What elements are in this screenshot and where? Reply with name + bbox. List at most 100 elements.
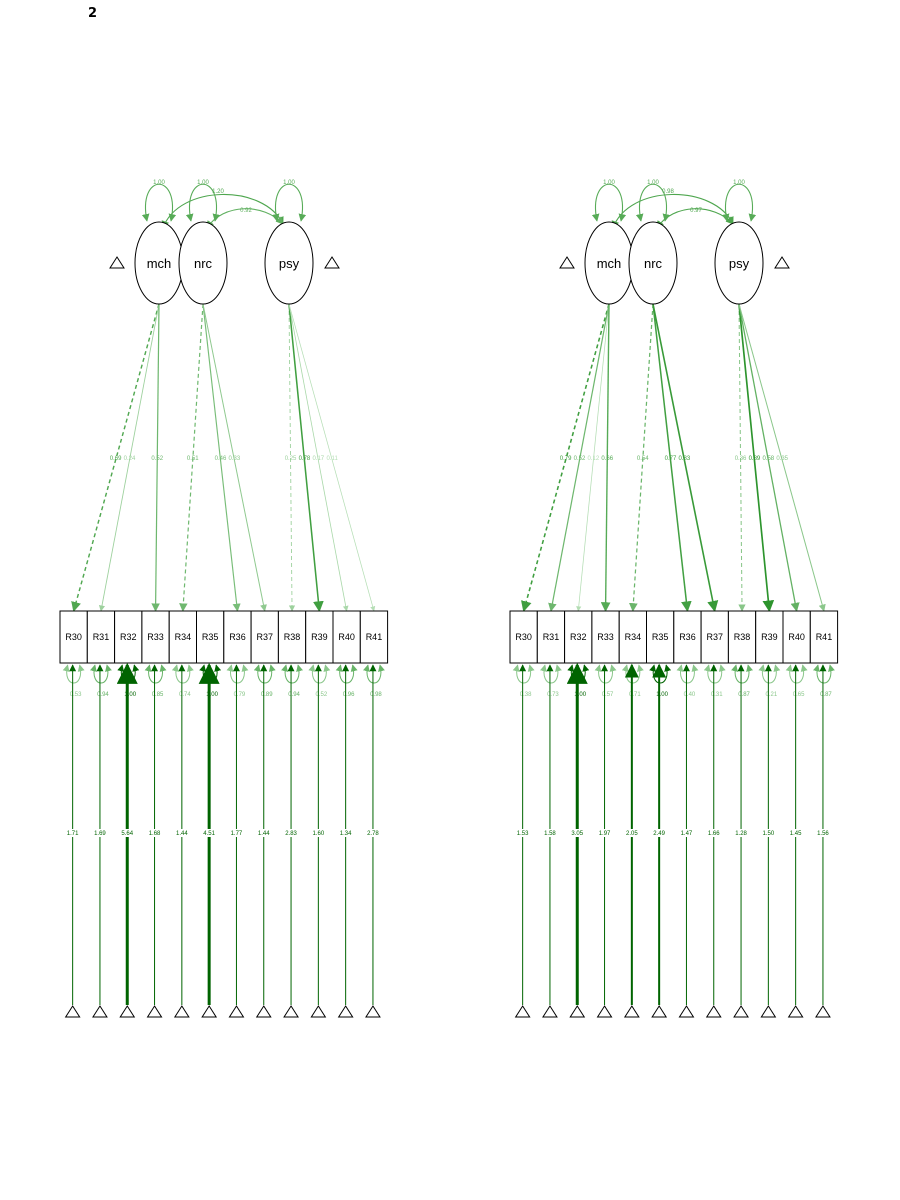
loading-psy-R38: [288, 303, 296, 612]
intercept-label-bg: [201, 829, 218, 837]
intercept-label: 3.05: [571, 831, 583, 837]
variance-label: 1.00: [283, 180, 295, 186]
indicator-R39: [755, 610, 784, 664]
latent-label: mch: [147, 256, 172, 271]
residual-loop-R39: [758, 664, 781, 684]
indicator-label: R35: [202, 632, 219, 642]
loading-label: 0.52: [151, 456, 163, 462]
intercept-triangle: [705, 1005, 722, 1018]
intercept-triangle: [514, 1005, 531, 1018]
indicator-R36: [673, 610, 702, 664]
covariance-mch-psy: [611, 193, 734, 229]
indicator-R34: [168, 610, 197, 664]
residual-loop-R39: [308, 664, 331, 684]
intercept-label-bg: [91, 829, 108, 837]
intercept-label: 1.45: [790, 831, 802, 837]
indicator-R30: [509, 610, 538, 664]
residual-label: 0.71: [629, 692, 641, 698]
latent-intercept-triangle: [109, 256, 125, 269]
intercept-label-bg: [228, 829, 245, 837]
loading-nrc-R34: [629, 303, 654, 612]
residual-label: 0.65: [793, 692, 805, 698]
indicator-label: R34: [175, 632, 192, 642]
latent-intercept-triangle: [324, 256, 340, 269]
residual-label: 1.00: [574, 692, 586, 698]
loading-mch-R33: [151, 303, 160, 612]
intercept-triangle: [787, 1005, 804, 1018]
loading-label: 0.89: [749, 456, 761, 462]
intercept-label-bg: [364, 829, 381, 837]
intercept-label-bg: [337, 829, 354, 837]
loading-label: 0.12: [588, 456, 600, 462]
intercept-label-bg: [283, 829, 300, 837]
intercept-triangle: [569, 1005, 586, 1018]
intercept-label: 1.47: [681, 831, 693, 837]
indicator-label: R41: [816, 632, 833, 642]
variance-loop-nrc: [635, 183, 671, 222]
intercept-triangle: [733, 1005, 749, 1018]
intercept-triangle: [678, 1005, 695, 1018]
indicator-R31: [86, 610, 116, 664]
loading-mch-R33: [600, 303, 611, 612]
variance-loop-nrc: [185, 183, 221, 222]
loading-label: 0.46: [215, 456, 227, 462]
latent-label: psy: [279, 256, 300, 271]
indicator-R33: [591, 610, 620, 664]
intercept-label: 5.64: [121, 831, 133, 837]
intercept-label-bg: [787, 829, 804, 837]
indicator-label: R36: [229, 632, 246, 642]
latent-nrc: [628, 221, 678, 305]
intercept-label: 1.66: [708, 831, 720, 837]
intercept-triangle: [310, 1005, 327, 1018]
residual-loop-R30: [62, 664, 85, 684]
intercept-label: 1.58: [544, 831, 556, 837]
latent-label: nrc: [644, 256, 663, 271]
indicator-R38: [727, 610, 757, 664]
residual-label: 0.85: [152, 692, 164, 698]
loading-psy-R38: [738, 303, 746, 612]
loading-label: 0.24: [124, 456, 136, 462]
loading-label: 0.36: [735, 456, 747, 462]
intercept-triangle: [146, 1005, 163, 1018]
indicator-label: R33: [597, 632, 614, 642]
covariance-label: 0.98: [662, 189, 674, 195]
residual-loop-R36: [226, 664, 249, 684]
intercept-label-bg: [569, 829, 586, 837]
intercept-label-bg: [514, 829, 531, 837]
indicator-label: R37: [706, 632, 723, 642]
indicator-label: R36: [679, 632, 696, 642]
intercept-label: 1.28: [735, 831, 747, 837]
covariance-mch-psy: [161, 193, 284, 229]
indicator-label: R38: [284, 632, 301, 642]
indicator-label: R40: [788, 632, 805, 642]
intercept-label: 1.44: [176, 831, 188, 837]
intercept-label: 1.97: [599, 831, 611, 837]
loading-nrc-R37: [202, 303, 267, 612]
variance-loop-psy: [721, 183, 757, 222]
variance-label: 1.00: [153, 180, 165, 186]
loading-mch-R32: [576, 303, 610, 612]
residual-label: 1.00: [656, 692, 668, 698]
intercept-label-bg: [678, 829, 695, 837]
residual-label: 0.57: [602, 692, 614, 698]
loading-label: 0.66: [601, 456, 613, 462]
loading-label: 0.54: [637, 456, 649, 462]
indicator-R30: [59, 610, 88, 664]
indicator-label: R37: [256, 632, 273, 642]
residual-label: 1.00: [206, 692, 218, 698]
intercept-label: 1.69: [94, 831, 106, 837]
indicator-label: R39: [761, 632, 778, 642]
loading-label: 0.35: [776, 456, 788, 462]
intercept-triangle: [173, 1005, 190, 1018]
intercept-label-bg: [64, 829, 81, 837]
variance-label: 1.00: [603, 180, 615, 186]
intercept-label-bg: [255, 829, 272, 837]
intercept-label-bg: [119, 829, 136, 837]
residual-loop-R37: [253, 664, 276, 684]
intercept-label: 1.77: [231, 831, 243, 837]
intercept-label: 1.34: [340, 831, 352, 837]
intercept-triangle: [623, 1005, 640, 1018]
residual-label: 0.79: [234, 692, 246, 698]
intercept-label-bg: [310, 829, 327, 837]
indicator-label: R41: [366, 632, 383, 642]
